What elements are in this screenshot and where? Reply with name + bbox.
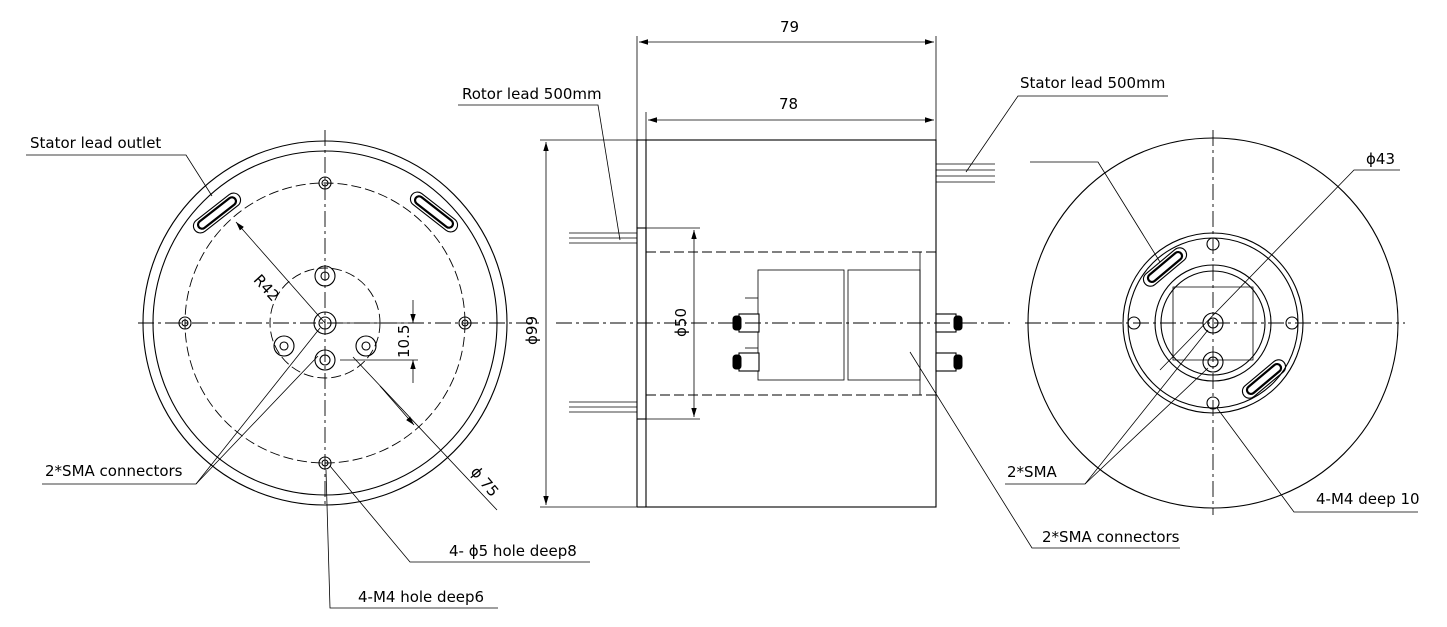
phi43-leader	[1159, 169, 1400, 371]
r42-label: R42	[250, 271, 283, 305]
left-end-view: R42 10.5 ϕ 75 Stator lead outlet 2*SMA c…	[26, 130, 590, 609]
hole-phi5-leader	[329, 465, 590, 563]
rotor-lead-label: Rotor lead 500mm	[462, 85, 602, 103]
right-inner-square	[1172, 286, 1254, 361]
offset-label: 10.5	[395, 325, 413, 358]
body-length-label: 78	[779, 95, 798, 113]
m4-deep-leader	[1216, 407, 1418, 513]
stator-lead-label: Stator lead 500mm	[1020, 74, 1165, 92]
right-lead-outlet-1	[1142, 247, 1188, 287]
m4-deep-label: 4-M4 deep 10	[1316, 490, 1420, 508]
right-lead-outlet-2	[1241, 359, 1287, 399]
phi75-label: ϕ 75	[467, 463, 502, 500]
left-lead-outlet-2	[409, 191, 459, 233]
sma-mid-leader	[909, 351, 1180, 549]
stator-lead-leader	[965, 95, 1168, 173]
side-flange	[636, 227, 647, 420]
side-inner-block-1	[757, 269, 845, 381]
stator-leads	[936, 163, 995, 183]
left-mounting-holes	[178, 176, 472, 470]
overall-length-label: 79	[780, 18, 799, 36]
phi75-leader	[352, 356, 498, 511]
rotor-leads	[569, 232, 637, 413]
stator-outlet-leader	[26, 154, 213, 197]
outer-diameter-label: ϕ99	[523, 316, 541, 345]
flange-diameter-label: ϕ50	[672, 308, 690, 337]
stator-lead-outlet-label: Stator lead outlet	[30, 134, 161, 152]
sma-right-label: 2*SMA	[1007, 463, 1058, 481]
r42-dimension-line	[235, 221, 326, 324]
rotor-lead-leader	[458, 104, 621, 241]
right-mounting-holes	[1127, 237, 1299, 410]
sma-connectors-mid-label: 2*SMA connectors	[1042, 528, 1180, 546]
left-lead-outlet-1	[192, 192, 242, 234]
rotor-diameter-label: ϕ43	[1366, 150, 1395, 168]
sma-right-leader-1	[1005, 329, 1209, 485]
side-view: 79 78 ϕ99 ϕ50 Rotor lead 500mm Stator le…	[458, 18, 1180, 549]
m4-hole-label: 4-M4 hole deep6	[358, 588, 484, 606]
right-sma-connectors	[1202, 312, 1224, 373]
sma-left-leader-2	[195, 327, 321, 485]
sma-right-leader-2	[1084, 367, 1209, 485]
side-inner-block-2	[847, 269, 921, 381]
m4-hole-leader	[325, 469, 498, 609]
hole-phi5-label: 4- ϕ5 hole deep8	[449, 542, 577, 560]
right-end-view: ϕ43 2*SMA 4-M4 deep 10	[1005, 130, 1420, 515]
sma-connectors-left-label: 2*SMA connectors	[45, 462, 183, 480]
right-outlet-leader	[1030, 161, 1161, 263]
